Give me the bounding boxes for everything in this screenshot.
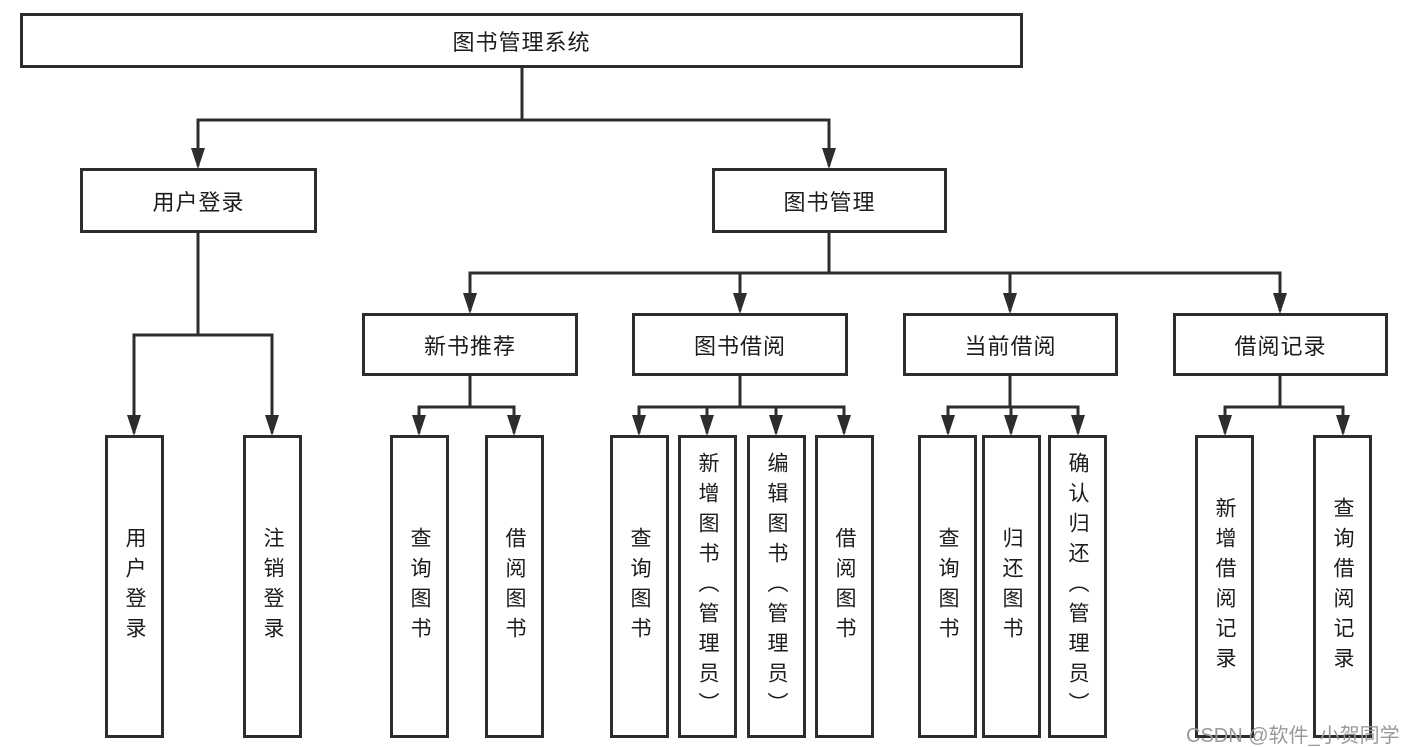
node-root-label: 图书管理系统 xyxy=(452,29,591,55)
leaf-records-add-record: 新增借阅记录 xyxy=(1195,435,1254,738)
leaf-borrow-add-books-admin: 新增图书（管理员） xyxy=(678,435,737,738)
leaf-current-return-books-label: 归还图书 xyxy=(1000,526,1023,647)
leaf-records-add-record-label: 新增借阅记录 xyxy=(1213,496,1236,677)
leaf-user-login-label: 用户登录 xyxy=(123,526,146,647)
node-root: 图书管理系统 xyxy=(20,13,1023,68)
leaf-current-confirm-return-admin: 确认归还（管理员） xyxy=(1048,435,1107,738)
leaf-borrow-edit-books-admin-label: 编辑图书（管理员） xyxy=(765,451,788,722)
node-borrowing-records-label: 借阅记录 xyxy=(1234,333,1327,359)
node-current-borrowing: 当前借阅 xyxy=(903,313,1118,376)
node-user-login: 用户登录 xyxy=(80,168,317,233)
leaf-logout-label: 注销登录 xyxy=(261,526,284,647)
leaf-user-login: 用户登录 xyxy=(105,435,164,738)
leaf-newrec-search-books-label: 查询图书 xyxy=(408,526,431,647)
leaf-borrow-borrow-books: 借阅图书 xyxy=(815,435,874,738)
leaf-borrow-search-books-label: 查询图书 xyxy=(628,526,651,647)
node-new-book-recommend: 新书推荐 xyxy=(362,313,578,376)
leaf-logout: 注销登录 xyxy=(243,435,302,738)
leaf-records-search-record-label: 查询借阅记录 xyxy=(1331,496,1354,677)
node-current-borrowing-label: 当前借阅 xyxy=(964,333,1057,359)
leaf-newrec-borrow-books-label: 借阅图书 xyxy=(503,526,526,647)
node-borrowing-records: 借阅记录 xyxy=(1173,313,1388,376)
node-user-login-label: 用户登录 xyxy=(152,189,245,215)
leaf-newrec-search-books: 查询图书 xyxy=(390,435,449,738)
leaf-current-confirm-return-admin-label: 确认归还（管理员） xyxy=(1066,451,1089,722)
node-book-management-label: 图书管理 xyxy=(783,189,876,215)
leaf-current-search-books-label: 查询图书 xyxy=(936,526,959,647)
leaf-current-search-books: 查询图书 xyxy=(918,435,977,738)
leaf-records-search-record: 查询借阅记录 xyxy=(1313,435,1372,738)
leaf-current-return-books: 归还图书 xyxy=(982,435,1041,738)
leaf-borrow-edit-books-admin: 编辑图书（管理员） xyxy=(747,435,806,738)
watermark: CSDN @软件_小贺同学 xyxy=(1186,725,1400,747)
node-book-borrowing: 图书借阅 xyxy=(632,313,848,376)
connector-paths xyxy=(132,68,1345,433)
leaf-borrow-search-books: 查询图书 xyxy=(610,435,669,738)
node-new-book-recommend-label: 新书推荐 xyxy=(423,333,516,359)
node-book-borrowing-label: 图书借阅 xyxy=(693,333,786,359)
leaf-borrow-borrow-books-label: 借阅图书 xyxy=(833,526,856,647)
node-book-management: 图书管理 xyxy=(712,168,947,233)
leaf-borrow-add-books-admin-label: 新增图书（管理员） xyxy=(696,451,719,722)
leaf-newrec-borrow-books: 借阅图书 xyxy=(485,435,544,738)
